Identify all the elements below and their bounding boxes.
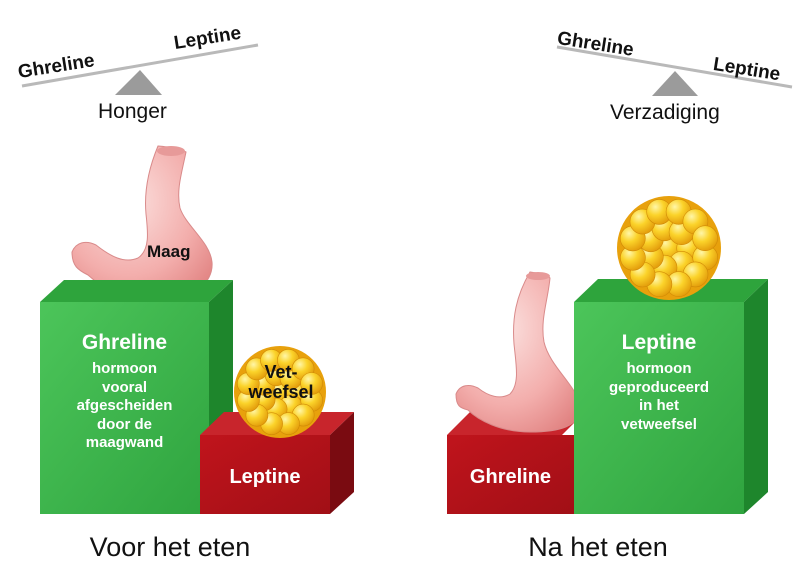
stomach-label: Maag (147, 242, 191, 261)
description-line: maagwand (85, 434, 164, 451)
leptine-title-right: Leptine (621, 331, 697, 354)
fat-label-line: Vet- (264, 362, 298, 382)
state-satiety-label: Verzadiging (610, 101, 720, 124)
description-line: hormoon (92, 360, 157, 377)
state-hunger-label: Honger (98, 100, 167, 123)
description-line: geproduceerd (608, 378, 710, 396)
description-line: hormoon (626, 360, 692, 377)
fat-tissue-lobules (619, 199, 719, 298)
seesaw-hunger (21, 43, 259, 95)
ghreline-description: hormoon vooral afgescheiden door de maag… (40, 360, 209, 453)
description-line: in het (639, 397, 679, 414)
description-line: vetweefsel (621, 415, 697, 433)
caption-after-eating: Na het eten (528, 532, 668, 562)
stomach-illustration (71, 145, 213, 303)
leptine-description: hormoon geproduceerd in het vetweefsel (574, 360, 744, 434)
seesaw-beam (556, 45, 793, 89)
stomach-illustration-right (455, 271, 581, 433)
seesaw-fulcrum (115, 70, 162, 95)
seesaw-beam (21, 43, 259, 88)
description-line: vooral (101, 378, 147, 396)
description-line: afgescheiden (76, 397, 173, 414)
ghreline-title-right: Ghreline (469, 466, 552, 488)
description-line: door de (97, 415, 152, 433)
fat-lobule (300, 372, 323, 395)
fat-tissue-label: Vet- weefsel (236, 362, 326, 402)
leptine-block-right (574, 279, 768, 514)
ghreline-block-left (40, 280, 233, 514)
ghreline-title-left: Ghreline (81, 331, 168, 354)
seesaw-satiety (556, 45, 793, 96)
fat-tissue-lobules (237, 348, 324, 436)
fat-label-line: weefsel (248, 382, 314, 402)
leptine-title-left: Leptine (229, 466, 301, 488)
fat-lobule (692, 225, 718, 251)
caption-before-eating: Voor het eten (89, 532, 251, 562)
seesaw-fulcrum (652, 71, 698, 96)
